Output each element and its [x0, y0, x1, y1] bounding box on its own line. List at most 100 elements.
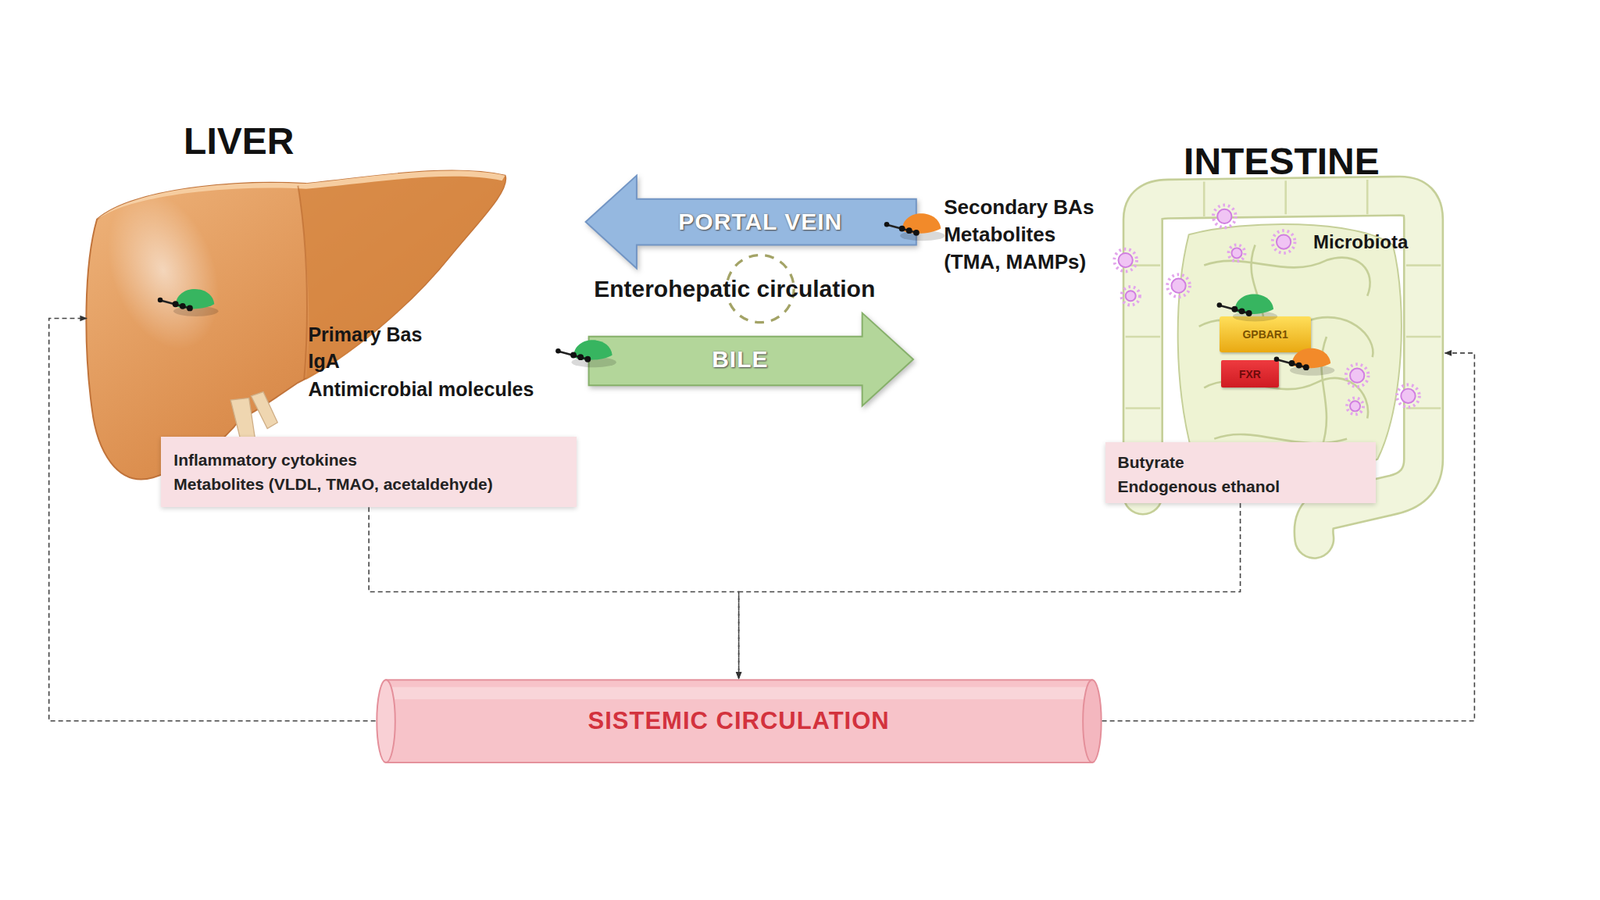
microbe — [1213, 205, 1236, 229]
output-box: Inflammatory cytokinesMetabolites (VLDL,… — [160, 436, 577, 508]
icon-dot — [1217, 302, 1223, 308]
liver-fold — [297, 185, 308, 380]
microbe — [1346, 397, 1364, 415]
microbe-spikes — [1396, 384, 1420, 408]
icon-dot — [884, 221, 890, 228]
microbe-spikes — [1167, 274, 1190, 297]
icon-shadow — [1289, 365, 1335, 376]
icon-dot — [1239, 307, 1246, 315]
microbe — [1228, 244, 1246, 261]
intestine-loop — [1321, 336, 1327, 450]
icon-dot — [186, 305, 193, 312]
icon-dot — [555, 348, 561, 354]
tube-shine — [385, 686, 1093, 700]
icon-dome — [1234, 293, 1274, 315]
flow-connector — [1102, 353, 1475, 722]
intestine-loop — [1203, 257, 1370, 297]
icon-dot — [157, 297, 164, 304]
secondary-bile-acid — [884, 213, 946, 241]
microbiota-label: Microbiota — [1313, 230, 1408, 254]
icon-chain — [557, 350, 588, 359]
liver-vessel — [230, 397, 255, 441]
microbe-body — [1217, 209, 1232, 224]
icon-dot — [1274, 356, 1280, 362]
bile-arrow: BILE — [586, 310, 916, 408]
output-item: Inflammatory cytokines — [173, 447, 565, 472]
icon-dome — [902, 213, 942, 234]
icon-dot — [577, 353, 584, 361]
tube-end — [376, 679, 396, 763]
metabolite-label: Secondary BAs — [943, 195, 1094, 220]
liver-lobe — [297, 171, 506, 380]
icon-dome — [175, 289, 215, 310]
output-box: ButyrateEndogenous ethanol — [1105, 442, 1376, 504]
organ-title: INTESTINE — [1183, 142, 1380, 181]
output-item: Butyrate — [1117, 450, 1364, 475]
organ-title: LIVER — [183, 122, 294, 161]
primary-bile-acid — [1217, 293, 1279, 322]
icon-chain — [885, 224, 917, 233]
microbe-body — [1118, 253, 1133, 268]
icon-dot — [1289, 360, 1296, 367]
microbe-body — [1231, 247, 1242, 258]
microbe — [1346, 364, 1369, 387]
tube-label: SISTEMIC CIRCULATION — [587, 707, 890, 736]
output-item: Endogenous ethanol — [1117, 474, 1364, 499]
liver-shape — [85, 170, 506, 479]
icon-dot — [584, 356, 591, 363]
flow-connector — [49, 318, 376, 722]
microbiota-cluster — [1114, 205, 1420, 415]
microbe — [1272, 230, 1296, 254]
icon-dot — [1303, 364, 1310, 371]
secretion-label: IgA — [307, 349, 340, 373]
receptor-box: FXR — [1221, 360, 1279, 388]
icon-dot — [172, 300, 179, 308]
icon-shadow — [900, 230, 945, 241]
tube-body — [385, 679, 1093, 763]
receptor-label: FXR — [1239, 367, 1261, 381]
output-item: Metabolites (VLDL, TMAO, acetaldehyde) — [173, 471, 565, 497]
microbe — [1167, 274, 1190, 297]
microbe — [1114, 249, 1137, 272]
microbe — [1121, 286, 1140, 306]
liver-organ: LIVER — [86, 122, 508, 489]
receptor-box: GPBAR1 — [1219, 316, 1312, 353]
icon-dot — [1296, 362, 1303, 369]
icon-shadow — [173, 306, 218, 317]
icon-shadow — [571, 357, 616, 368]
icon-chain — [159, 300, 190, 308]
microbe-body — [1400, 389, 1415, 404]
microbe-body — [1350, 400, 1361, 411]
icon-dot — [899, 225, 906, 233]
icon-dome — [1292, 348, 1332, 369]
liver-illustration — [85, 170, 506, 479]
secondary-bile-acid — [1274, 348, 1336, 376]
circulation-cycle — [726, 255, 794, 323]
microbe-spikes — [1213, 205, 1236, 229]
microbe-spikes — [1346, 364, 1369, 387]
connector-group — [49, 318, 1475, 722]
microbe — [1396, 384, 1420, 408]
metabolite-label: Metabolites (TMA, MAMPs) — [943, 221, 1100, 276]
icon-dome — [573, 339, 613, 361]
icon-dot — [913, 229, 920, 236]
microbe-body — [1276, 234, 1291, 249]
small-intestine — [1178, 224, 1402, 475]
icon-dot — [906, 227, 913, 234]
flow-connector — [739, 503, 1241, 679]
circulation-tube: SISTEMIC CIRCULATION — [375, 678, 1103, 764]
icon-shadow — [1232, 310, 1278, 322]
microbe-body — [1125, 290, 1136, 301]
flow-connector — [368, 507, 739, 679]
icon-chain — [1218, 305, 1250, 314]
microbe-body — [1350, 368, 1365, 383]
secretion-label: Antimicrobial molecules — [307, 377, 534, 401]
microbe-spikes — [1114, 249, 1137, 272]
icon-dot — [1246, 310, 1253, 317]
tube-end — [1082, 679, 1102, 763]
receptor-label: GPBAR1 — [1242, 328, 1288, 341]
